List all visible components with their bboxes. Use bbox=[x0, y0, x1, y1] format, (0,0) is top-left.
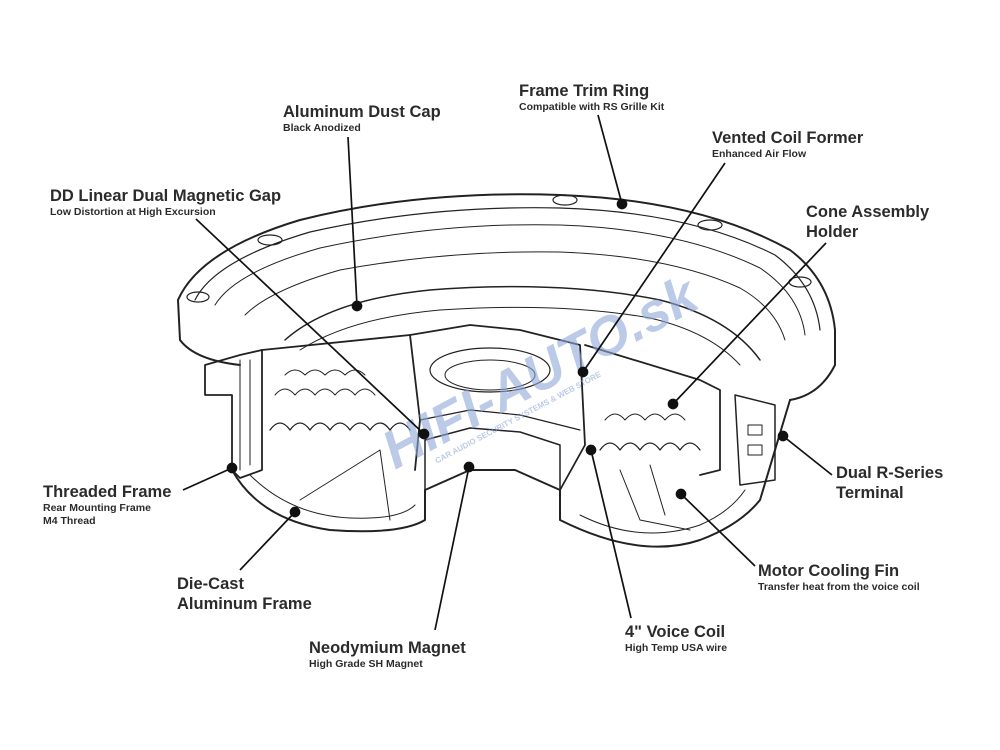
leader-dual-r-series-terminal bbox=[782, 435, 833, 476]
dot-voice-coil bbox=[585, 444, 597, 456]
vented-coil-former-title: Vented Coil Former bbox=[712, 129, 864, 147]
leader-lines bbox=[182, 114, 833, 631]
label-die-cast-frame: Die-Cast Aluminum Frame bbox=[177, 574, 312, 614]
die-cast-frame-title-2: Aluminum Frame bbox=[177, 595, 312, 613]
label-cone-assembly-holder: Cone Assembly Holder bbox=[806, 202, 929, 242]
dual-r-series-terminal-title-2: Terminal bbox=[836, 484, 904, 502]
dot-vented-coil-former bbox=[577, 366, 589, 378]
threaded-frame-sub-1: Rear Mounting Frame bbox=[43, 502, 151, 514]
neodymium-magnet-sub: High Grade SH Magnet bbox=[309, 658, 423, 670]
leader-die-cast-frame bbox=[239, 511, 296, 571]
label-threaded-frame: Threaded Frame Rear Mounting Frame M4 Th… bbox=[43, 482, 171, 528]
vented-coil-former-sub: Enhanced Air Flow bbox=[712, 148, 807, 160]
label-dual-r-series-terminal: Dual R-Series Terminal bbox=[836, 463, 943, 503]
dot-cone-assembly-holder bbox=[667, 398, 679, 410]
voice-coil-title: 4" Voice Coil bbox=[625, 623, 726, 641]
label-neodymium-magnet: Neodymium Magnet High Grade SH Magnet bbox=[309, 638, 466, 671]
dd-linear-gap-title: DD Linear Dual Magnetic Gap bbox=[50, 187, 282, 205]
label-voice-coil: 4" Voice Coil High Temp USA wire bbox=[625, 622, 727, 655]
leader-threaded-frame bbox=[182, 467, 233, 491]
leader-motor-cooling-fin bbox=[680, 493, 756, 567]
cone-assembly-holder-title-1: Cone Assembly bbox=[806, 203, 930, 221]
dot-neodymium-magnet bbox=[463, 461, 475, 473]
voice-coil-sub: High Temp USA wire bbox=[625, 642, 728, 654]
label-dd-linear-gap: DD Linear Dual Magnetic Gap Low Distorti… bbox=[50, 186, 281, 219]
dot-dd-linear-gap bbox=[418, 428, 430, 440]
leader-neodymium-magnet bbox=[434, 466, 470, 631]
label-aluminum-dust-cap: Aluminum Dust Cap Black Anodized bbox=[283, 102, 441, 135]
cone-assembly-holder-title-2: Holder bbox=[806, 223, 859, 241]
dot-threaded-frame bbox=[226, 462, 238, 474]
motor-cooling-fin-title: Motor Cooling Fin bbox=[758, 562, 900, 580]
leader-cone-assembly-holder bbox=[672, 242, 827, 405]
watermark: HIFI-AUTO.sk CAR AUDIO SECURITY SYSTEMS … bbox=[372, 263, 709, 480]
leader-frame-trim-ring bbox=[597, 114, 623, 205]
frame-trim-ring-title: Frame Trim Ring bbox=[519, 82, 650, 100]
dual-r-series-terminal-title-1: Dual R-Series bbox=[836, 464, 944, 482]
neodymium-magnet-title: Neodymium Magnet bbox=[309, 639, 466, 657]
aluminum-dust-cap-sub: Black Anodized bbox=[283, 122, 361, 134]
die-cast-frame-title-1: Die-Cast bbox=[177, 575, 244, 593]
dd-linear-gap-sub: Low Distortion at High Excursion bbox=[50, 206, 216, 218]
dot-die-cast-frame bbox=[289, 506, 301, 518]
motor-cooling-fin-sub: Transfer heat from the voice coil bbox=[758, 581, 920, 593]
threaded-frame-title: Threaded Frame bbox=[43, 483, 172, 501]
dot-frame-trim-ring bbox=[616, 198, 628, 210]
frame-trim-ring-sub: Compatible with RS Grille Kit bbox=[519, 101, 665, 113]
label-vented-coil-former: Vented Coil Former Enhanced Air Flow bbox=[712, 128, 863, 161]
label-motor-cooling-fin: Motor Cooling Fin Transfer heat from the… bbox=[758, 561, 920, 594]
leader-voice-coil bbox=[590, 449, 632, 619]
leader-dd-linear-gap bbox=[195, 218, 425, 435]
leader-vented-coil-former bbox=[582, 162, 726, 373]
label-frame-trim-ring: Frame Trim Ring Compatible with RS Grill… bbox=[519, 81, 664, 114]
aluminum-dust-cap-title: Aluminum Dust Cap bbox=[283, 103, 441, 121]
dot-motor-cooling-fin bbox=[675, 488, 687, 500]
leader-aluminum-dust-cap bbox=[347, 136, 358, 307]
dot-dual-r-series-terminal bbox=[777, 430, 789, 442]
dot-aluminum-dust-cap bbox=[351, 300, 363, 312]
threaded-frame-sub-2: M4 Thread bbox=[43, 515, 96, 527]
